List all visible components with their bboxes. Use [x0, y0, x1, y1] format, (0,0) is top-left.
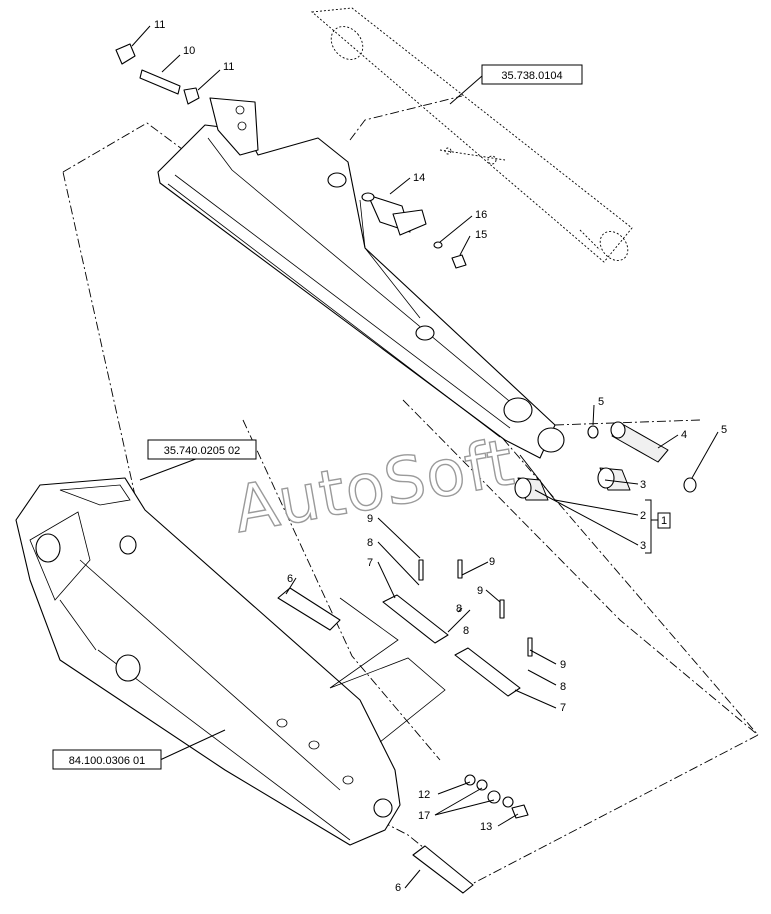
callout-9: 9 — [477, 585, 483, 597]
callout-9: 9 — [560, 659, 566, 671]
callout-8: 8 — [456, 603, 462, 615]
group-box-1: 1 — [657, 512, 671, 529]
callout-5: 5 — [598, 396, 604, 408]
reference-box-35-740-0205-02[interactable]: 35.740.0205 02 — [147, 439, 257, 460]
callout-16: 16 — [475, 209, 487, 221]
callout-11: 11 — [223, 61, 234, 73]
group-box-text: 1 — [661, 515, 667, 527]
callout-14: 14 — [413, 172, 425, 184]
callout-3: 3 — [640, 479, 646, 491]
reference-box-84-100-0306-01[interactable]: 84.100.0306 01 — [52, 749, 162, 770]
protective-sleeve — [310, 7, 633, 263]
callout-6: 6 — [395, 882, 401, 894]
wear-pads — [277, 559, 533, 894]
bolt-15-washer-16 — [433, 241, 467, 269]
callout-17: 17 — [418, 810, 430, 822]
callout-3: 3 — [640, 540, 646, 552]
callout-9: 9 — [367, 513, 373, 525]
callout-2: 2 — [640, 510, 646, 522]
callout-7: 7 — [560, 702, 566, 714]
boom — [15, 477, 401, 846]
callout-labels: 11 10 11 14 16 15 5 4 5 3 2 3 9 8 7 6 9 … — [154, 19, 727, 894]
callout-12: 12 — [418, 789, 430, 801]
callout-8: 8 — [463, 625, 469, 637]
pin-10-and-caps-11 — [115, 43, 200, 105]
reference-box-35-738-0104[interactable]: 35.738.0104 — [481, 64, 583, 85]
callout-6: 6 — [287, 573, 293, 585]
reference-text: 84.100.0306 01 — [69, 755, 145, 767]
callout-10: 10 — [183, 45, 195, 57]
callout-15: 15 — [475, 229, 487, 241]
reference-text: 35.740.0205 02 — [164, 445, 240, 457]
washers-and-bolt — [464, 774, 529, 819]
dipper-arm — [157, 97, 565, 459]
callout-5: 5 — [721, 424, 727, 436]
bushings-and-pin — [514, 421, 697, 501]
callout-8: 8 — [367, 537, 373, 549]
callout-9: 9 — [489, 556, 495, 568]
callout-7: 7 — [367, 557, 373, 569]
callout-11: 11 — [154, 19, 165, 31]
callout-13: 13 — [480, 821, 492, 833]
watermark-text: AutoSoft — [228, 426, 519, 548]
callout-8: 8 — [560, 681, 566, 693]
pin-14 — [361, 192, 427, 236]
callout-4: 4 — [681, 429, 687, 441]
reference-text: 35.738.0104 — [501, 70, 562, 82]
